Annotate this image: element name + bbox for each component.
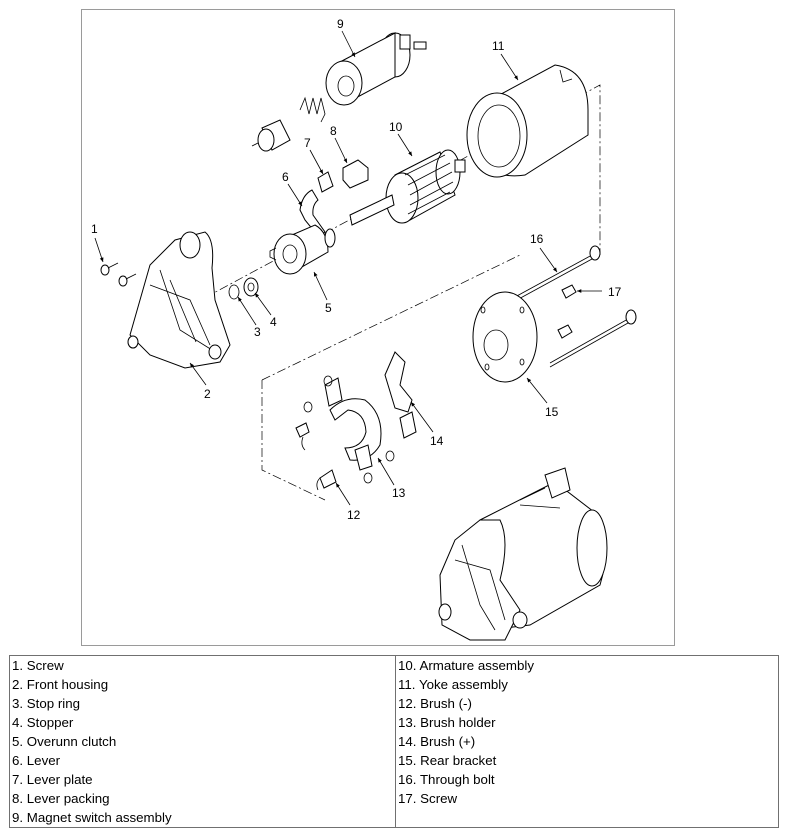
callout-7: 7 <box>304 136 324 175</box>
legend-item: 6. Lever <box>12 753 61 768</box>
svg-text:5: 5 <box>325 301 332 315</box>
legend-item: 2. Front housing <box>12 677 109 692</box>
legend-item: 8. Lever packing <box>12 791 110 806</box>
overrun-clutch-part <box>269 224 336 275</box>
svg-text:1: 1 <box>91 222 98 236</box>
legend-item: 17. Screw <box>398 791 458 806</box>
legend-item: 3. Stop ring <box>12 696 81 711</box>
svg-text:2: 2 <box>204 387 211 401</box>
svg-text:9: 9 <box>337 17 344 31</box>
brush-spring-part <box>303 375 395 484</box>
callout-11: 11 <box>492 39 519 81</box>
screw-17-part <box>557 284 577 339</box>
svg-text:16: 16 <box>530 232 544 246</box>
lever-plate-part <box>317 171 334 193</box>
legend-item: 7. Lever plate <box>12 772 93 787</box>
callout-17: 17 <box>577 285 622 299</box>
brush-negative-part <box>316 469 337 491</box>
legend-item: 15. Rear bracket <box>398 753 497 768</box>
brush-holder-part <box>324 377 382 471</box>
brush-positive-part <box>384 351 417 439</box>
svg-text:17: 17 <box>608 285 622 299</box>
callout-6: 6 <box>282 170 303 207</box>
lever-packing-part <box>342 159 369 189</box>
svg-text:12: 12 <box>347 508 361 522</box>
legend-item: 9. Magnet switch assembly <box>12 810 172 825</box>
front-housing-part <box>127 231 231 369</box>
diagram-frame <box>81 9 675 646</box>
svg-text:14: 14 <box>430 434 444 448</box>
legend-item: 16. Through bolt <box>398 772 495 787</box>
callout-5: 5 <box>313 271 332 315</box>
lever-part <box>299 189 326 237</box>
callout-12: 12 <box>335 482 361 522</box>
callout-2: 2 <box>189 362 211 401</box>
svg-text:7: 7 <box>304 136 311 150</box>
plunger-part <box>251 119 291 152</box>
svg-text:3: 3 <box>254 325 261 339</box>
magnet-switch-assembly-part <box>325 32 427 106</box>
legend-item: 1. Screw <box>12 658 64 673</box>
spring-part <box>299 96 326 123</box>
legend-item: 11. Yoke assembly <box>398 677 508 692</box>
svg-text:4: 4 <box>270 315 277 329</box>
armature-assembly-part <box>349 149 466 226</box>
yoke-assembly-part <box>466 64 589 178</box>
legend-item: 14. Brush (+) <box>398 734 476 749</box>
callout-8: 8 <box>330 124 348 164</box>
svg-text:10: 10 <box>389 120 403 134</box>
rear-bracket-part <box>472 291 538 383</box>
legend-item: 5. Overunn clutch <box>12 734 117 749</box>
callout-15: 15 <box>526 377 559 419</box>
svg-text:11: 11 <box>492 39 505 53</box>
callout-13: 13 <box>377 457 406 500</box>
stopper-part <box>243 277 259 297</box>
callout-16: 16 <box>530 232 558 273</box>
assembly-axis-lower <box>261 380 326 501</box>
svg-text:13: 13 <box>392 486 406 500</box>
callout-1: 1 <box>91 222 104 263</box>
callout-9: 9 <box>337 17 356 58</box>
exploded-view-diagram: 1 2 3 4 5 6 7 8 9 10 11 12 <box>91 17 637 641</box>
legend-item: 10. Armature assembly <box>398 658 534 673</box>
legend-column-left: 1. Screw 2. Front housing 3. Stop ring 4… <box>10 656 396 827</box>
assembly-axis-lower-right <box>261 254 521 381</box>
legend-item: 12. Brush (-) <box>398 696 472 711</box>
svg-text:8: 8 <box>330 124 337 138</box>
through-bolt-part <box>514 245 637 368</box>
legend-column-right: 10. Armature assembly 11. Yoke assembly … <box>396 656 779 827</box>
stop-ring-part <box>228 284 240 300</box>
screw-part <box>100 262 137 287</box>
svg-text:6: 6 <box>282 170 289 184</box>
parts-legend-table: 1. Screw 2. Front housing 3. Stop ring 4… <box>9 655 779 828</box>
svg-text:15: 15 <box>545 405 559 419</box>
callout-3: 3 <box>237 296 261 339</box>
assembled-starter-motor <box>438 467 608 641</box>
callout-10: 10 <box>389 120 413 157</box>
legend-item: 13. Brush holder <box>398 715 496 730</box>
legend-item: 4. Stopper <box>12 715 74 730</box>
callout-14: 14 <box>410 401 444 448</box>
callout-4: 4 <box>254 292 277 329</box>
brush-left-part <box>295 422 310 451</box>
